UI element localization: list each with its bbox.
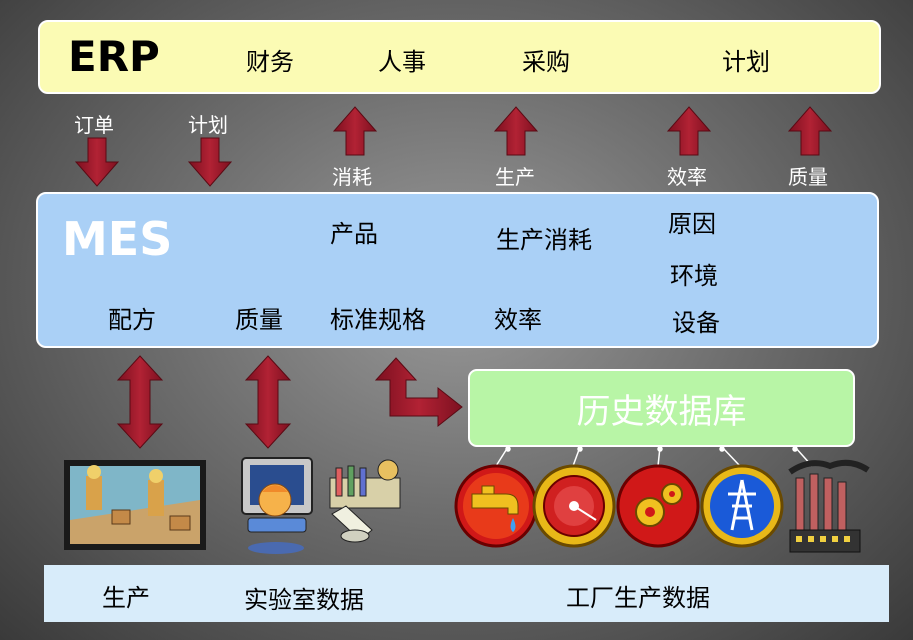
alarm-bell-icon (532, 464, 616, 548)
lab-equipment-clipart (329, 459, 401, 543)
double-arrow-production (116, 355, 164, 449)
lab-computer-clipart (241, 457, 313, 554)
mes-title: MES (62, 212, 173, 266)
mes-item-environment: 环境 (670, 262, 718, 290)
link-label-order: 订单 (74, 113, 114, 137)
power-tower-icon (700, 464, 784, 548)
mes-item-production-consumption: 生产消耗 (496, 226, 592, 254)
mes-item-efficiency: 效率 (494, 306, 542, 334)
arrow-up-consumption (332, 106, 378, 156)
erp-item-hr: 人事 (378, 48, 426, 76)
bottom-label-plant-data: 工厂生产数据 (566, 584, 710, 612)
link-label-plan: 计划 (188, 113, 228, 137)
arrow-down-plan (187, 137, 233, 187)
link-label-consumption: 消耗 (332, 165, 372, 189)
mes-item-cause: 原因 (668, 210, 716, 238)
link-label-quality: 质量 (788, 165, 828, 189)
double-arrow-lab (244, 355, 292, 449)
factory-icon (788, 459, 870, 553)
bottom-label-lab-data: 实验室数据 (244, 586, 364, 614)
history-database-box (468, 369, 855, 447)
erp-box (38, 20, 881, 94)
arrow-up-quality (787, 106, 833, 156)
erp-item-plan: 计划 (722, 48, 770, 76)
link-label-production: 生产 (495, 165, 535, 189)
erp-title: ERP (68, 32, 160, 81)
workers-clipart (64, 460, 206, 550)
history-connectors (495, 446, 813, 467)
arrow-up-efficiency (666, 106, 712, 156)
history-database-label: 历史数据库 (576, 391, 747, 432)
mes-item-standard-spec: 标准规格 (330, 306, 426, 334)
mes-box (36, 192, 879, 348)
bottom-label-production: 生产 (102, 584, 150, 612)
mes-item-product: 产品 (330, 220, 378, 248)
erp-item-purchasing: 采购 (522, 48, 570, 76)
bent-arrow-to-history (374, 357, 463, 428)
link-label-efficiency: 效率 (667, 165, 707, 189)
mes-item-recipe: 配方 (108, 306, 156, 334)
arrow-up-production (493, 106, 539, 156)
mes-item-equipment: 设备 (672, 309, 720, 337)
erp-item-finance: 财务 (246, 48, 294, 76)
mes-item-quality: 质量 (235, 306, 283, 334)
arrow-down-order (74, 137, 120, 187)
bottom-band (44, 565, 889, 622)
gears-icon (616, 464, 700, 548)
water-tap-icon (454, 464, 538, 548)
